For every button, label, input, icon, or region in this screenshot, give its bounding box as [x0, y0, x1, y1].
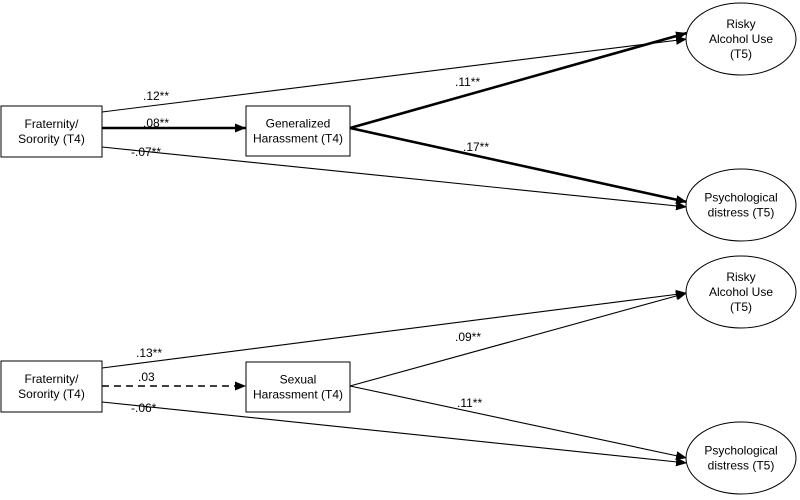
source-node-fraternity-label-line: Fraternity/ [24, 372, 79, 386]
path-source-to-distress-arrow [101, 401, 688, 467]
path-source-to-distress-arrow [101, 146, 688, 211]
outcome-node-psychological-distress-ellipse [685, 421, 797, 495]
source-node-fraternity: Fraternity/Sorority (T4) [0, 105, 103, 158]
mediator-node-harassment-label-line: Harassment (T4) [253, 388, 343, 402]
source-node-fraternity-box [0, 105, 103, 158]
source-node-fraternity-label-line: Sorority (T4) [18, 132, 85, 146]
mediator-node-harassment-label-line: Generalized [266, 117, 331, 131]
outcome-node-alcohol-use-ellipse [685, 255, 797, 329]
mediator-node-harassment-label-line: Harassment (T4) [253, 132, 343, 146]
source-node-fraternity-box [0, 360, 103, 413]
path-mediator-to-alcohol-arrow [349, 31, 688, 130]
outcome-node-alcohol-use-label-line: Alcohol Use [709, 285, 773, 299]
path-coefficient-label: .03 [138, 370, 155, 384]
outcome-node-psychological-distress-label-line: distress (T5) [708, 459, 775, 473]
mediator-node-harassment-box [245, 105, 351, 157]
path-mediator-to-alcohol-arrow [349, 291, 688, 387]
source-node-fraternity-label-line: Sorority (T4) [18, 387, 85, 401]
path-source-to-alcohol-arrow [101, 289, 688, 369]
outcome-node-alcohol-use-label-line: Alcohol Use [709, 32, 773, 46]
outcome-node-alcohol-use-label-line: (T5) [730, 47, 752, 61]
outcome-node-alcohol-use-label-line: Risky [726, 270, 755, 284]
path-mediator-to-distress-arrow [349, 385, 688, 461]
path-source-to-alcohol-arrow [101, 35, 688, 113]
source-node-fraternity: Fraternity/Sorority (T4) [0, 360, 103, 413]
outcome-node-psychological-distress-label-line: distress (T5) [708, 206, 775, 220]
path-coefficient-label: .09** [455, 330, 481, 344]
path-coefficient-label: -.07** [131, 145, 161, 159]
outcome-node-psychological-distress-ellipse [685, 168, 797, 242]
path-coefficient-label: .08** [143, 116, 169, 130]
mediator-node-harassment-label-line: Sexual [280, 373, 317, 387]
outcome-node-alcohol-use-label-line: Risky [726, 17, 755, 31]
path-coefficient-label: .11** [457, 396, 482, 410]
mediator-node-harassment-box [245, 361, 351, 413]
path-coefficient-label: .17** [463, 140, 489, 154]
outcome-node-psychological-distress-label-line: Psychological [704, 444, 777, 458]
path-coefficient-label: .11** [455, 75, 480, 89]
outcome-node-psychological-distress-label-line: Psychological [704, 191, 777, 205]
path-coefficient-label: -.06* [131, 401, 157, 415]
path-coefficient-label: .12** [143, 89, 169, 103]
source-node-fraternity-label-line: Fraternity/ [24, 117, 79, 131]
path-mediator-to-distress-arrow [349, 126, 688, 205]
outcome-node-alcohol-use-label-line: (T5) [730, 300, 752, 314]
outcome-node-alcohol-use-ellipse [685, 2, 797, 76]
path-coefficient-label: .13** [136, 346, 162, 360]
